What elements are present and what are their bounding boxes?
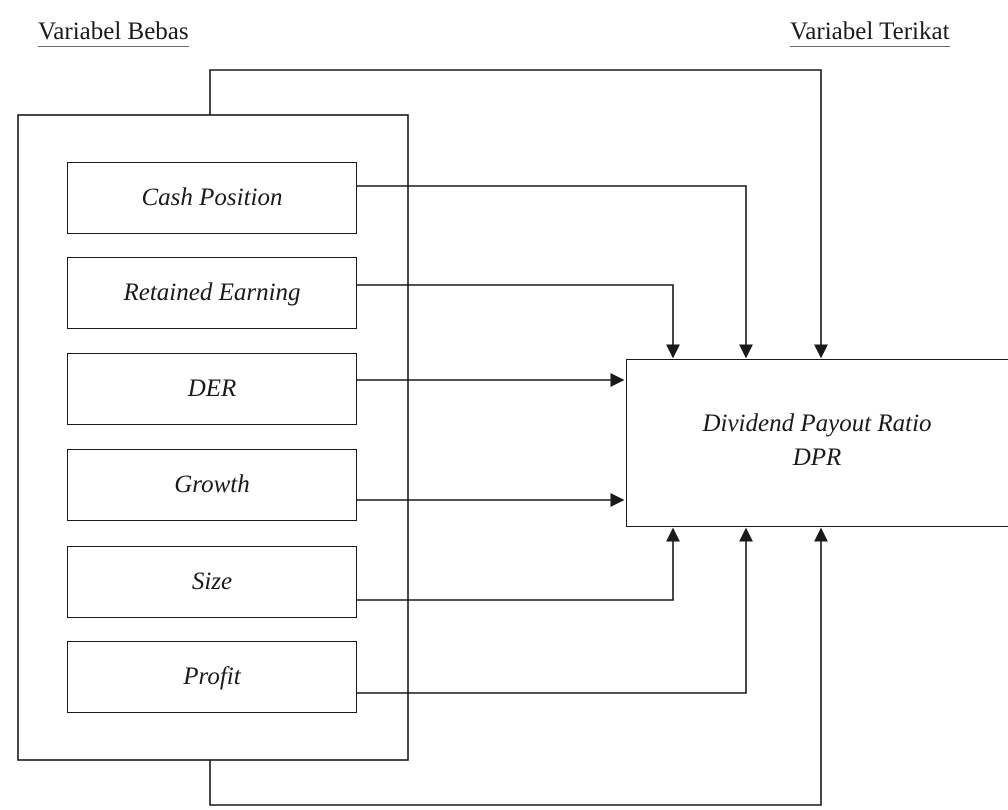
- simultaneous-arrow-top: [209, 69, 828, 359]
- dependent-variable-name: Dividend Payout Ratio: [702, 410, 932, 437]
- variable-box-cash-position: Cash Position: [67, 162, 357, 234]
- independent-group-box: [17, 114, 409, 761]
- arrow-retained-earning: [357, 284, 680, 359]
- arrow-profit: [357, 527, 753, 694]
- independent-variables-heading: Variabel Bebas: [38, 18, 189, 47]
- dependent-variable-heading: Variabel Terikat: [790, 18, 950, 47]
- arrow-size: [357, 527, 680, 601]
- simultaneous-arrow-bottom: [209, 527, 828, 806]
- variable-box-growth: Growth: [67, 449, 357, 521]
- variable-box-size: Size: [67, 546, 357, 618]
- variable-box-der: DER: [67, 353, 357, 425]
- dependent-variable-box: Dividend Payout Ratio DPR: [626, 359, 1008, 527]
- dependent-variable-abbreviation: DPR: [792, 444, 842, 471]
- variable-box-retained-earning: Retained Earning: [67, 257, 357, 329]
- arrow-cash-position: [357, 185, 753, 359]
- variable-box-profit: Profit: [67, 641, 357, 713]
